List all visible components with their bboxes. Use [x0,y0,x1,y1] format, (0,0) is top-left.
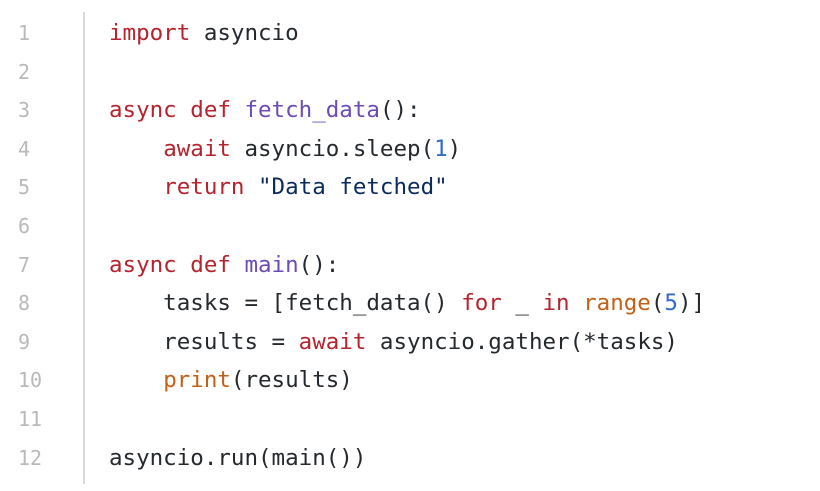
code-token: fetch_data [244,97,380,124]
code-line: 8 tasks = [fetch_data() for _ in range(5… [0,284,820,323]
code-line: 7 async def main(): [0,246,820,285]
code-text: async def fetch_data(): [109,91,421,130]
code-token: "Data fetched" [258,174,448,201]
code-token: asyncio.gather(*tasks) [366,328,678,355]
code-token: asyncio.run(main()) [109,444,367,471]
code-text: print(results) [109,361,353,400]
code-token: range [583,290,651,317]
code-token: (): [379,97,421,124]
code-text: import asyncio [109,14,299,53]
line-number: 3 [18,98,31,123]
line-number: 4 [18,136,31,161]
code-token: (results) [230,367,353,394]
code-token: )] [677,290,706,317]
code-token [177,252,191,278]
code-token: main [244,251,299,278]
code-token: in [542,290,570,317]
code-token: ) [447,135,462,162]
code-token [231,97,245,123]
code-text: tasks = [fetch_data() for _ in range(5)] [109,284,705,323]
code-line: 1 import asyncio [0,14,820,53]
code-line: 12 asyncio.run(main()) [0,439,820,478]
code-token: await [163,135,231,162]
gutter-divider [83,12,85,484]
code-token [109,136,163,162]
code-text: async def main(): [109,246,339,285]
line-number: 6 [18,214,31,238]
line-number: 10 [18,368,43,393]
line-number: 12 [18,445,43,470]
code-token: return [163,174,245,201]
code-token [109,174,163,200]
code-token: def [190,251,231,278]
code-token [244,174,258,200]
code-token: await [298,328,367,355]
line-number: 7 [18,252,31,277]
code-token: tasks = [fetch_data() [109,290,462,317]
code-line: 5 return "Data fetched" [0,168,820,207]
code-token: asyncio [190,20,299,46]
line-number: 2 [18,59,31,84]
code-token: async [109,251,177,278]
code-token: asyncio.sleep( [230,135,435,162]
code-line: 2 [0,53,820,92]
code-token [570,290,584,316]
code-text: return "Data fetched" [109,168,448,207]
code-line: 4 await asyncio.sleep(1) [0,130,820,169]
code-text: asyncio.run(main()) [109,439,366,478]
code-token: 5 [664,290,678,317]
code-token: def [190,97,231,124]
code-line: 3 async def fetch_data(): [0,91,820,130]
line-number: 9 [18,329,31,354]
code-token: print [163,367,231,394]
code-token [109,367,163,393]
code-token: _ [501,290,543,317]
code-token: 1 [434,135,448,162]
code-token: ( [650,290,665,317]
line-number: 5 [18,175,31,200]
code-token: results = [109,328,299,355]
code-token [231,252,245,278]
code-token: for [461,290,502,317]
code-line: 11 [0,400,820,439]
code-token: (): [298,251,340,278]
code-text: results = await asyncio.gather(*tasks) [109,323,678,362]
line-number: 11 [18,407,43,431]
line-number: 8 [18,291,31,316]
code-line: 9 results = await asyncio.gather(*tasks) [0,323,820,362]
code-token [177,97,191,123]
code-token: async [109,97,177,124]
code-line: 6 [0,207,820,246]
code-text: await asyncio.sleep(1) [109,130,461,169]
code-line: 10 print(results) [0,361,820,400]
code-token: import [109,20,191,46]
line-number: 1 [18,21,31,45]
